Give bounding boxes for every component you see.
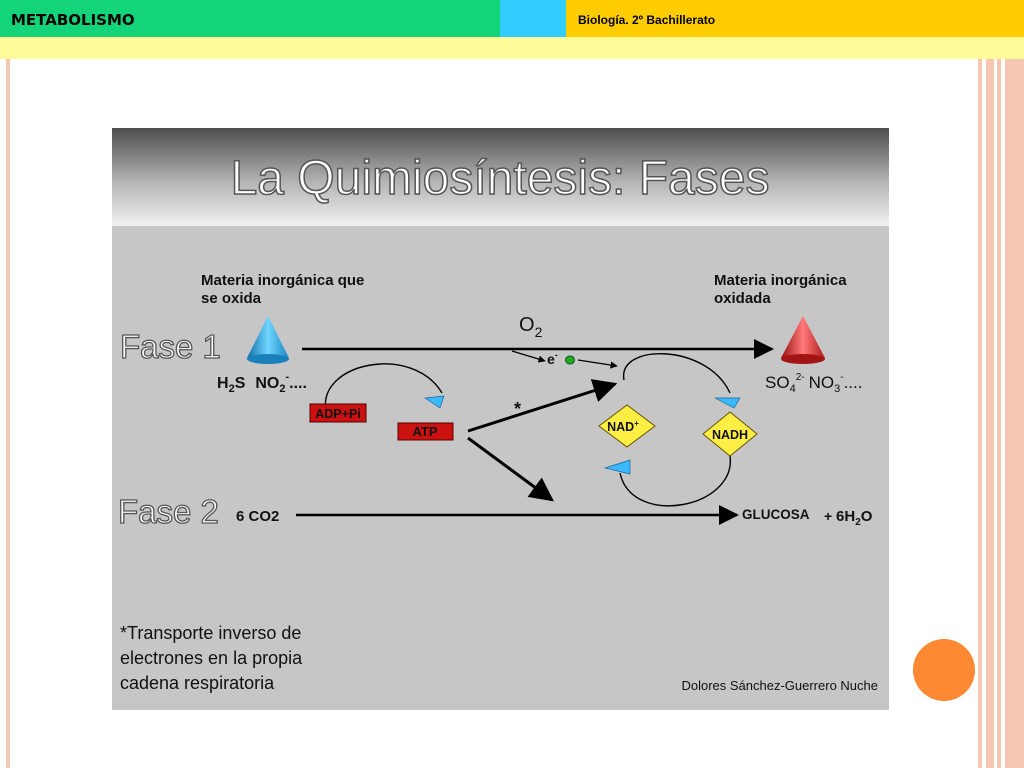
phase1-label: Fase 1 [120, 328, 221, 365]
header-bar-cyan [500, 0, 566, 37]
right-decor-stripe-3 [997, 59, 1001, 768]
slide-diagram: La Quimiosíntesis: Fases Materia inorgán… [112, 128, 889, 710]
atp-box [397, 422, 454, 441]
asterisk-label: * [514, 399, 521, 419]
right-decor-stripe-2 [986, 59, 994, 768]
oxidized-matter-cone-icon [781, 316, 825, 364]
water-label: 6H2O [836, 508, 873, 528]
atp-cycle-arc [324, 363, 443, 412]
nad-upper-arc [623, 353, 731, 394]
adp-label: ADP+Pi [315, 407, 361, 421]
plus-sign: + [824, 508, 832, 524]
atp-to-phase2-arrow [467, 436, 554, 502]
right-decor-stripe-1 [978, 59, 982, 768]
header-left-title: METABOLISMO [11, 11, 135, 29]
co2-label: 6 CO2 [236, 508, 279, 525]
electron-to-cycle-arrow [577, 359, 618, 369]
nad-upper-arrowhead-icon [714, 397, 741, 409]
header-right-title: Biología. 2º Bachillerato [578, 13, 716, 27]
left-decor-stripe [6, 59, 10, 768]
footnote-line3: cadena respiratoria [120, 673, 275, 693]
nad-label: NAD+ [607, 419, 639, 434]
adp-box [309, 403, 367, 423]
inorganic-matter-cone-icon [247, 316, 289, 364]
footnote-line2: electrones en la propia [120, 648, 303, 668]
nad-diamond [598, 404, 656, 448]
header-subbar [0, 37, 1024, 59]
atp-cycle-arrowhead-icon [423, 395, 445, 409]
nad-lower-arrowhead-icon [603, 459, 631, 475]
orange-circle-decor [913, 639, 975, 701]
to-electron-arrow [511, 350, 546, 363]
author-credit: Dolores Sánchez-Guerrero Nuche [681, 678, 878, 693]
right-decor-stripe-4 [1005, 59, 1024, 768]
title-banner [112, 128, 889, 226]
slide-title: La Quimiosíntesis: Fases [231, 152, 770, 205]
nad-lower-arc [619, 455, 731, 507]
atp-label: ATP [412, 424, 437, 439]
oxygen-label: O2 [519, 314, 543, 340]
glucose-label: GLUCOSA [742, 507, 810, 522]
atp-to-nad-arrow [467, 379, 618, 433]
nadh-diamond [702, 411, 758, 457]
electron-dot-icon [565, 355, 575, 365]
right-heading-line1: Materia inorgánica [714, 272, 847, 289]
phase2-label: Fase 2 [118, 493, 219, 530]
electron-label: e- [547, 350, 558, 367]
products-formula: SO42-NO3-.... [765, 372, 862, 395]
header-bar-yellow [566, 0, 1024, 37]
header-bar-green [0, 0, 500, 37]
left-heading-line2: se oxida [201, 290, 262, 307]
left-heading-line1: Materia inorgánica que [201, 272, 364, 289]
footnote-line1: *Transporte inverso de [120, 623, 301, 643]
nadh-label: NADH [712, 428, 748, 442]
right-heading-line2: oxidada [714, 290, 771, 307]
